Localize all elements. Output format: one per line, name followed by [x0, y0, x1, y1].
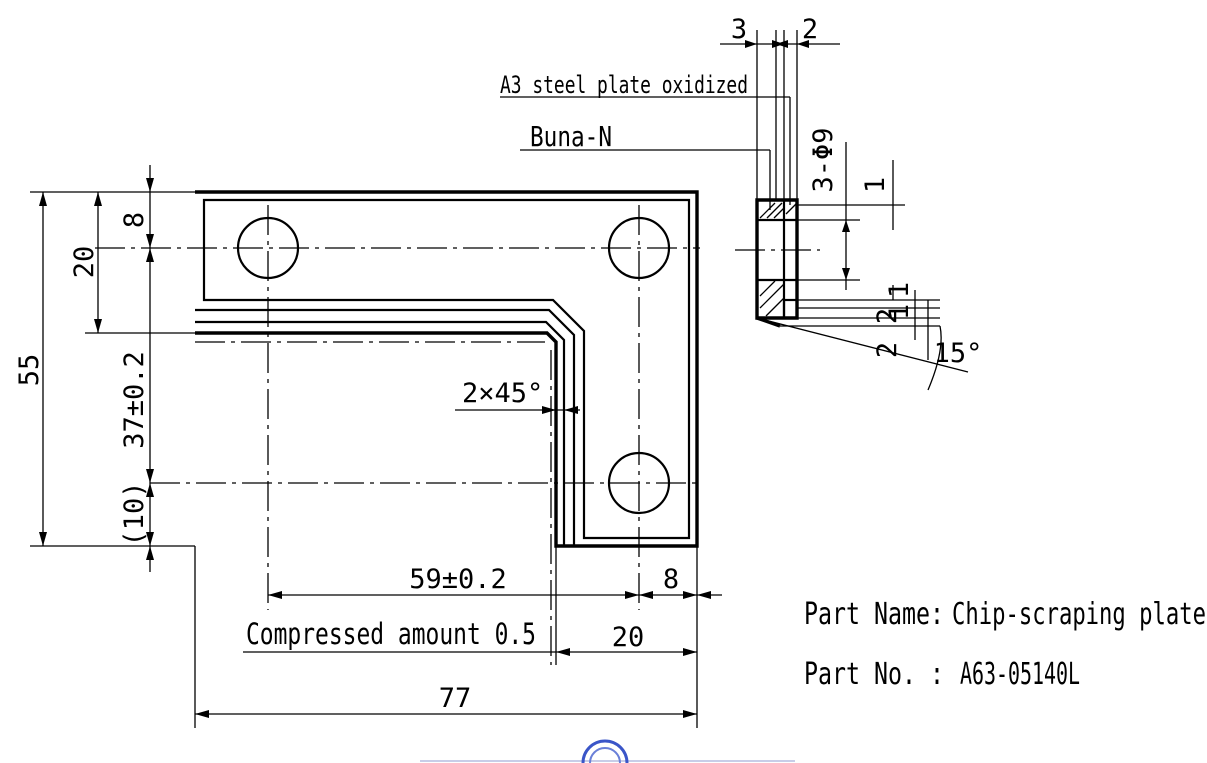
dim-hole-offset-bottom: (10): [119, 481, 150, 546]
watermark-logo: [420, 739, 795, 763]
dim-lip-2b: 2: [872, 342, 903, 358]
dim-chamfer: 2×45°: [462, 378, 543, 409]
dim-holes: 3-Φ9: [808, 127, 839, 192]
vertical-dimensions: [30, 165, 195, 572]
dim-hole-offset-top: 8: [119, 212, 150, 228]
dim-lip-1b: 1: [884, 282, 915, 298]
dim-upper-height: 20: [69, 246, 100, 279]
dim-thickness-seal: 2: [802, 14, 818, 45]
part-number-label: Part No. :: [804, 657, 944, 692]
dim-thickness-plate: 3: [731, 14, 747, 45]
chamfer-callout: [455, 406, 580, 414]
dim-compressed-amount: Compressed amount 0.5: [246, 617, 536, 651]
plate-outline: [195, 190, 699, 548]
dim-leg-width: 20: [612, 622, 645, 653]
horizontal-dimensions: [194, 546, 722, 728]
dim-angle: 15°: [934, 338, 983, 369]
dim-lip-2a: 2: [872, 308, 903, 324]
part-name-label: Part Name:: [804, 597, 944, 632]
section-view: [500, 30, 969, 391]
center-lines: [95, 205, 700, 665]
material-seal-label: Buna-N: [530, 120, 612, 153]
dim-hole-spacing-horizontal: 59±0.2: [409, 564, 507, 595]
part-name-value: Chip-scraping plate: [952, 597, 1206, 632]
mounting-holes: [236, 216, 671, 515]
material-plate-label: A3 steel plate oxidized: [500, 71, 748, 99]
dim-overall-height: 55: [14, 354, 45, 387]
dim-overall-width: 77: [439, 683, 472, 714]
dim-lip-1c: 1: [884, 304, 915, 320]
dim-hole-offset-right: 8: [663, 564, 679, 595]
dim-hole-spacing-vertical: 37±0.2: [119, 351, 150, 449]
dim-lip-1a: 1: [860, 177, 891, 193]
part-number-value: A63-05140L: [960, 657, 1080, 692]
